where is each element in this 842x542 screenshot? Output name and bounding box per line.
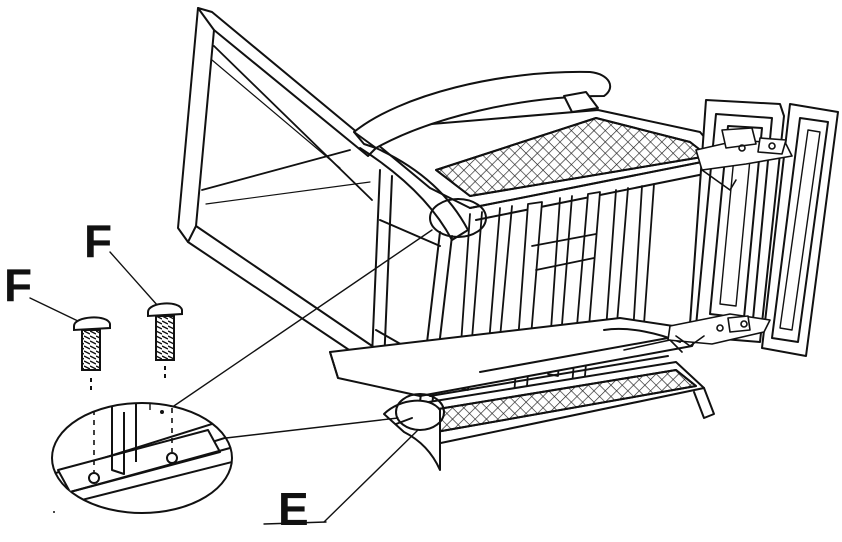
callout-circle-bottom bbox=[396, 394, 444, 430]
speck bbox=[53, 511, 55, 513]
zoom-detail bbox=[40, 388, 250, 513]
lower-mesh-strip bbox=[404, 362, 714, 444]
footrest-hinges bbox=[624, 128, 792, 352]
back-frame bbox=[178, 8, 382, 372]
label-foot-bracket-e: E bbox=[278, 483, 309, 535]
leader-dot bbox=[160, 410, 164, 414]
label-screw-f-left: F bbox=[4, 259, 33, 311]
label-screw-f-right: F bbox=[84, 215, 113, 267]
callout-circle-top bbox=[430, 199, 486, 237]
screw-f-right bbox=[148, 303, 182, 380]
seat-mesh-panel bbox=[360, 110, 724, 220]
armrest-left bbox=[354, 72, 610, 240]
screw-f-left bbox=[74, 317, 110, 392]
footrest-panel-right bbox=[762, 104, 838, 356]
leader-lines bbox=[30, 230, 432, 524]
